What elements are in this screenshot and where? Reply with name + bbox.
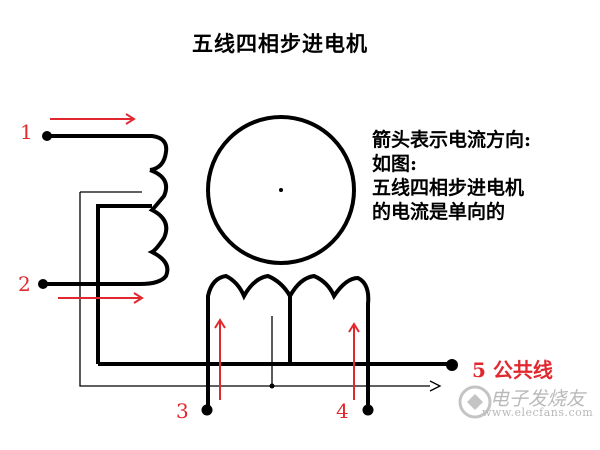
diagram-title: 五线四相步进电机 [192,31,368,56]
pin-5-label: 5 [472,358,486,382]
common-line-text: 公共线 [492,358,553,382]
pin-3-label: 3 [176,399,189,423]
note-line-2: 如图: [372,153,418,175]
explanation-note: 箭头表示电流方向: 如图: 五线四相步进电机 的电流是单向的 [372,128,531,224]
pin-4-label: 4 [336,399,349,423]
watermark-logo-icon [458,385,492,419]
watermark-url: www.elecfans.com [482,406,594,419]
arrow-pin4 [348,322,360,400]
common-line-label: 5 公共线 [472,354,553,383]
right-coil-windings [206,273,371,410]
arrow-pin1 [50,113,136,125]
pin-1-label: 1 [20,120,33,144]
rotor-circle [206,115,356,265]
note-line-3: 五线四相步进电机 [372,177,525,199]
terminal-3 [201,404,213,416]
pin-2-label: 2 [18,272,31,296]
left-coil-top-wire [47,134,169,172]
arrow-pin3 [214,318,226,400]
note-line-1: 箭头表示电流方向: [372,129,532,151]
left-coil-center-tap [96,204,152,364]
thin-return-arrowhead [429,380,442,392]
left-coil-windings [139,168,170,286]
watermark-text: 电子发烧友 [490,388,586,410]
terminal-5 [446,359,458,371]
terminal-1 [42,131,52,141]
arrow-pin2 [58,292,144,304]
terminal-2 [38,279,48,289]
tap-junction-dot [269,383,275,389]
note-line-4: 的电流是单向的 [372,201,506,223]
thin-return-line [79,191,430,387]
rotor-center-dot [279,188,283,192]
terminal-4 [362,404,374,416]
